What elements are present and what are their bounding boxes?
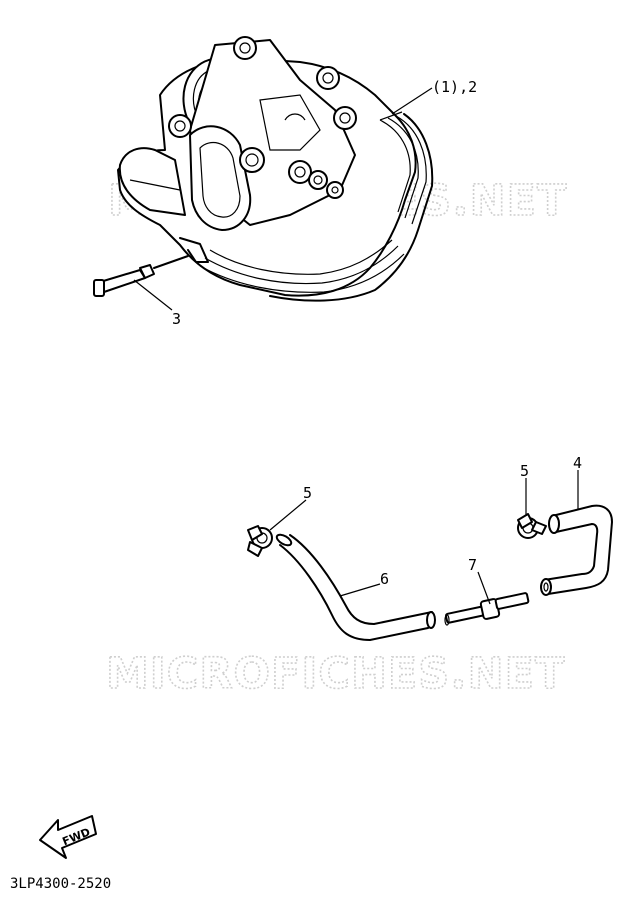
- fwd-arrow-icon: FWD: [39, 815, 97, 859]
- hose-4-drawing: [540, 504, 613, 596]
- callout-clamp-right: 5: [520, 462, 529, 480]
- watermark-bottom: MICROFICHES.NET: [106, 649, 565, 699]
- cylinder-head-drawing: [117, 36, 434, 302]
- leader-lines: [133, 87, 579, 605]
- diagram-code: 3LP4300-2520: [10, 876, 111, 892]
- clamp-left-drawing: [247, 525, 273, 557]
- joint-7-drawing: [444, 592, 530, 626]
- callout-joint: 7: [468, 556, 477, 574]
- callout-clamp-left: 5: [303, 484, 312, 502]
- plug-pin-drawing: [93, 255, 189, 297]
- callout-hose-short: 6: [380, 570, 389, 588]
- callout-hose-long: 4: [573, 454, 582, 472]
- clamp-right-drawing: [517, 513, 547, 539]
- callout-plug: 3: [172, 310, 181, 328]
- callout-head: (1),2: [432, 78, 477, 96]
- hose-6-drawing: [275, 533, 436, 641]
